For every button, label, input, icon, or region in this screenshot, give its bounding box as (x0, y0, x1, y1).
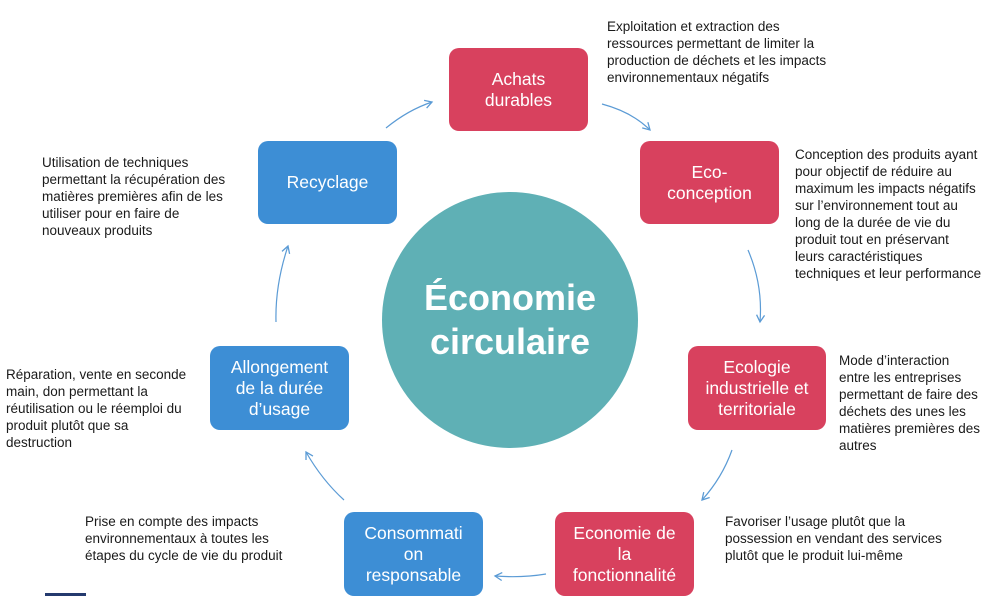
node-economie-fonctionnalite: Economie de la fonctionnalité (555, 512, 694, 596)
node-recyclage: Recyclage (258, 141, 397, 224)
node-ecologie-industrielle: Ecologie industrielle et territoriale (688, 346, 826, 430)
arrow-allongement-to-recyclage (275, 244, 291, 323)
node-achats-durables: Achats durables (449, 48, 588, 131)
arrow-fonctionnalite-to-consommation (493, 571, 547, 582)
arrow-consommation-to-allongement (305, 450, 345, 501)
arrow-ecologie-to-fonctionnalite (701, 449, 733, 501)
arrow-recyclage-to-achats (385, 99, 434, 129)
desc-consommation-responsable: Prise en compte des impacts environnemen… (85, 514, 283, 563)
desc-ecologie-industrielle: Mode d’interaction entre les entreprises… (839, 353, 981, 453)
desc-economie-fonctionnalite: Favoriser l’usage plutôt que la possessi… (725, 514, 942, 563)
desc-allongement-duree: Réparation, vente en seconde main, don p… (6, 367, 187, 450)
desc-recyclage: Utilisation de techniques permettant la … (42, 155, 226, 238)
node-allongement-duree: Allongement de la durée d’usage (210, 346, 349, 430)
desc-achats-durables: Exploitation et extraction des ressource… (607, 19, 827, 85)
node-eco-conception: Eco- conception (640, 141, 779, 224)
center-title: Économie circulaire (423, 277, 597, 362)
arrow-eco-conception-to-ecologie (747, 249, 766, 324)
desc-eco-conception: Conception des produits ayant pour objec… (795, 147, 982, 281)
arrow-achats-to-eco-conception (601, 103, 651, 131)
footer-accent-bar (45, 593, 86, 596)
node-consommation-responsable: Consommati on responsable (344, 512, 483, 596)
center-circle: Économie circulaire (382, 192, 638, 448)
